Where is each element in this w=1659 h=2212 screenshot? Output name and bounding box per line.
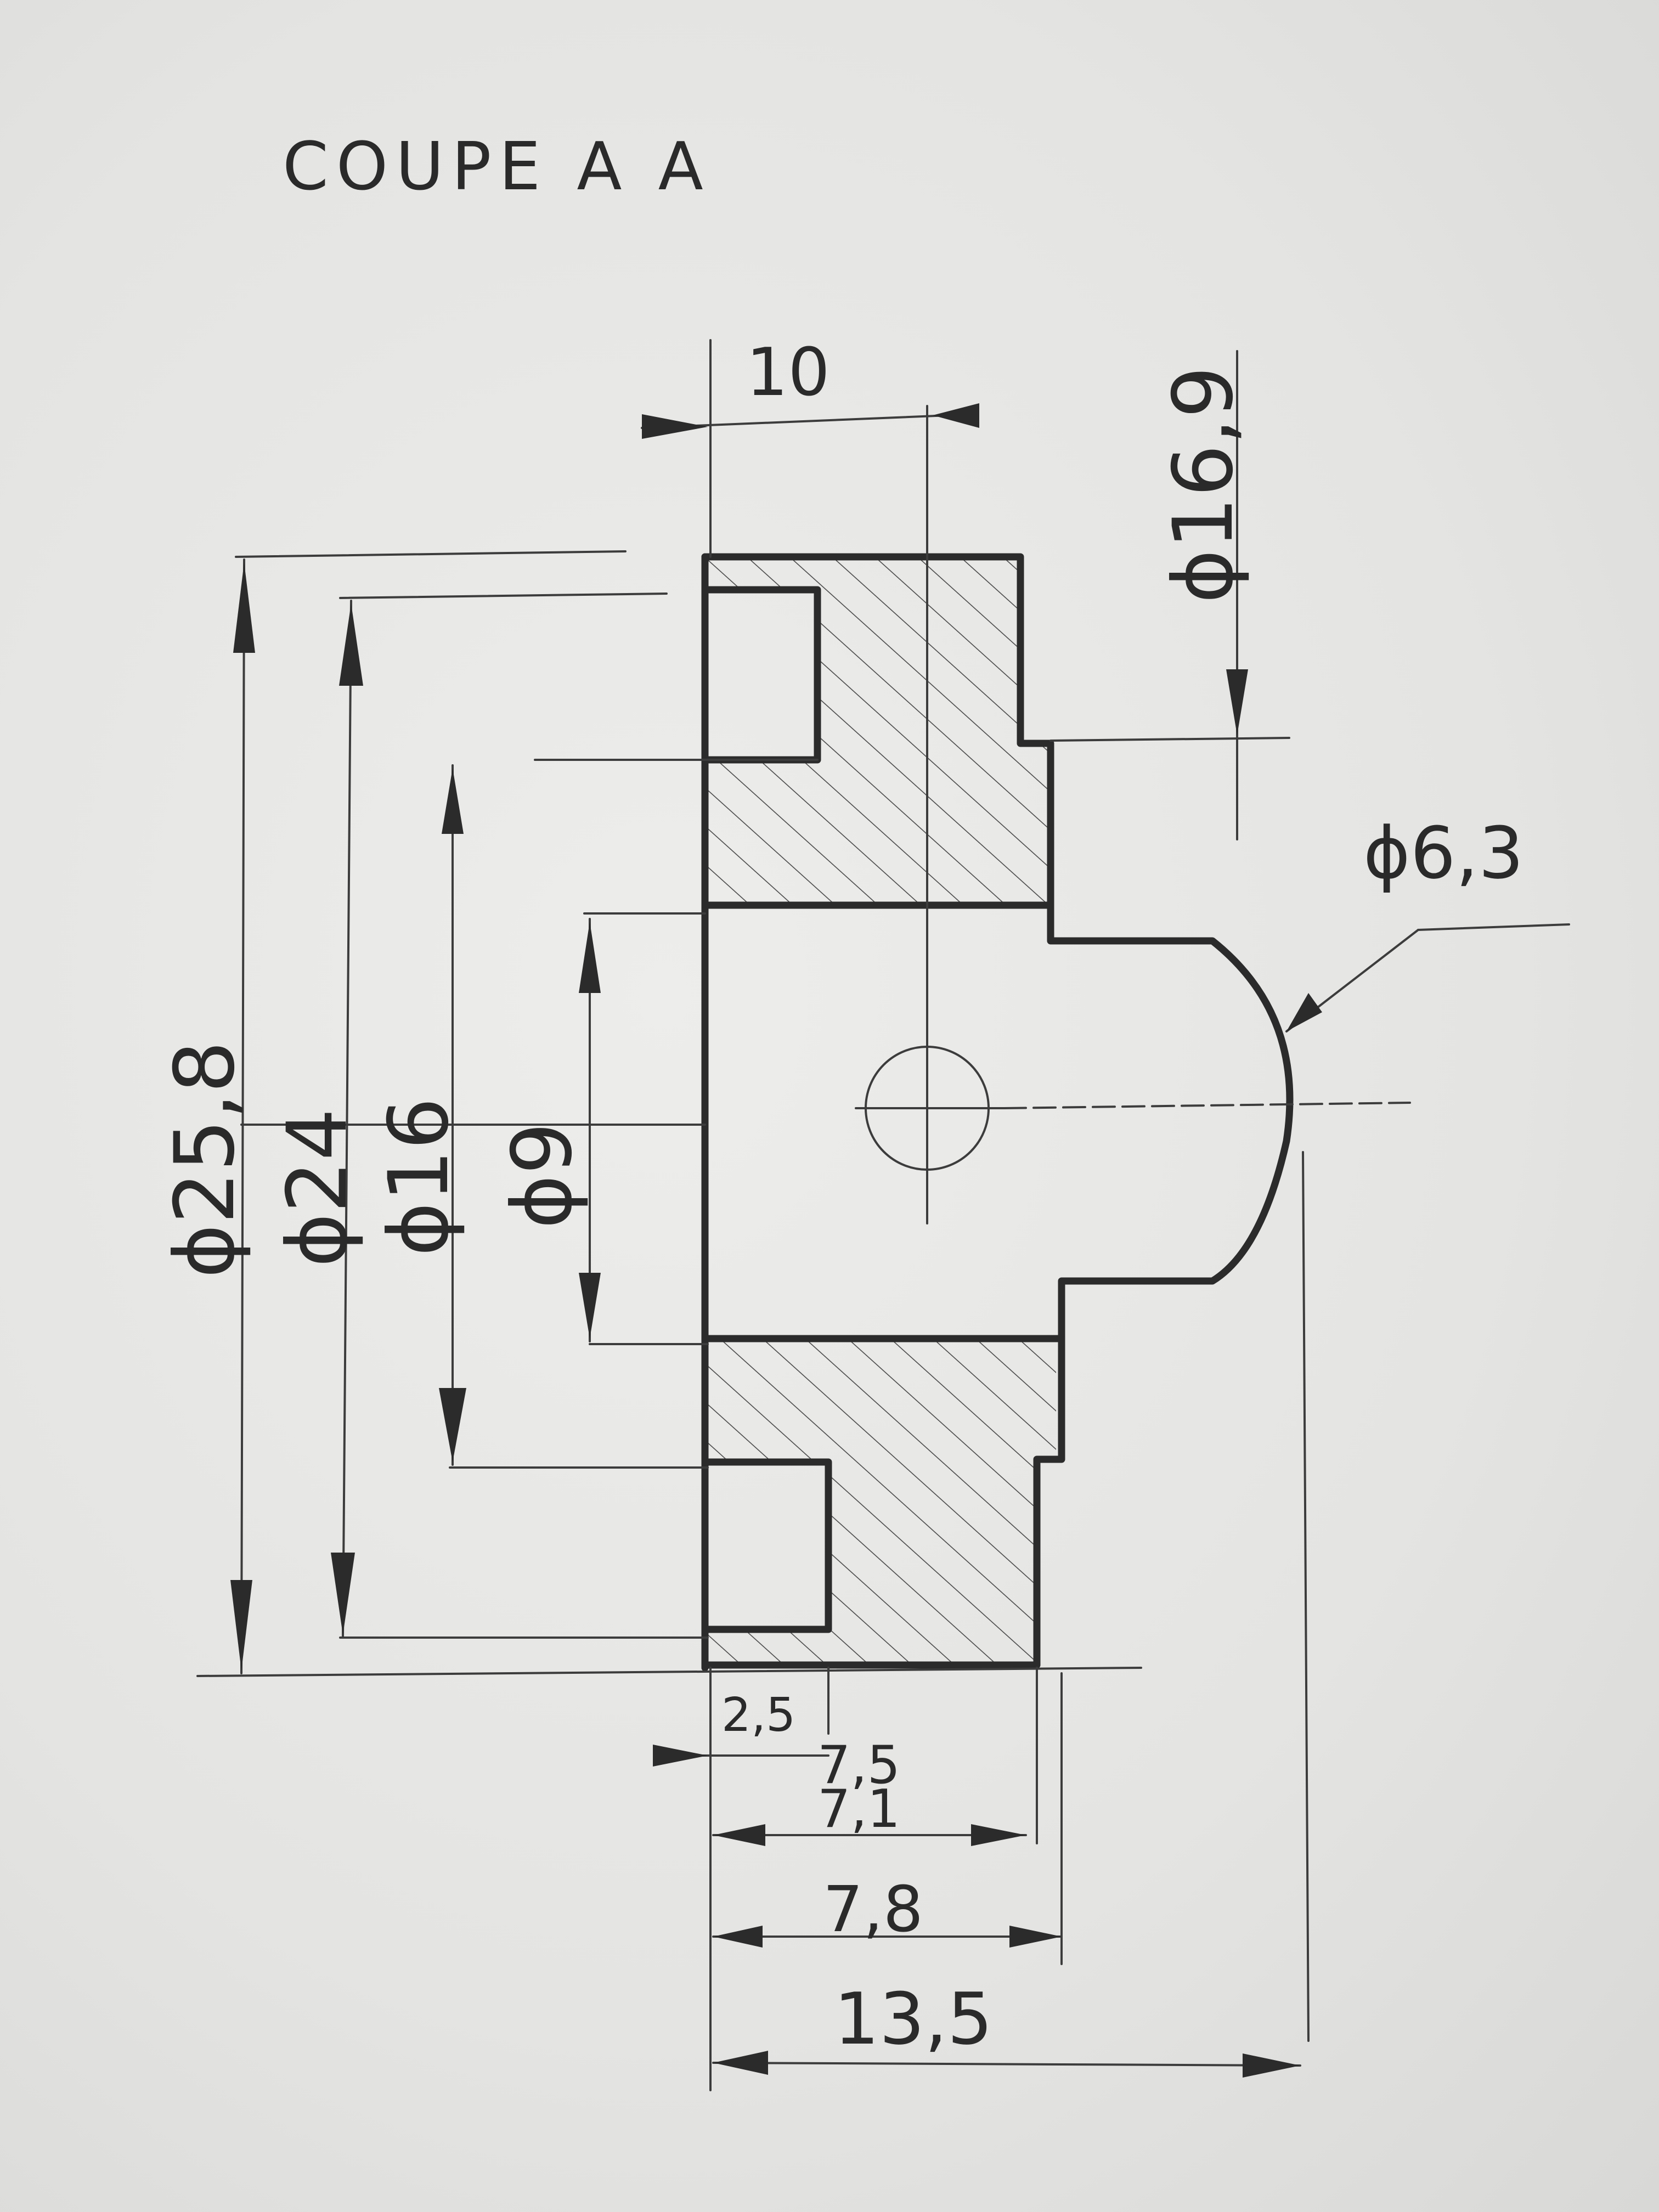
hatched-section-bottom — [708, 1339, 1056, 1665]
extension-lines — [196, 339, 1310, 2091]
hatched-section-top — [705, 557, 1051, 905]
dim-diameter-24: ϕ24 — [270, 1108, 365, 1267]
center-lines — [240, 641, 1411, 1224]
dim-outer-diameter: ϕ25,8 — [157, 1041, 253, 1278]
dim-diameter-9: ϕ9 — [495, 1122, 590, 1229]
arrowheads — [230, 403, 1322, 2078]
drawing-title: COUPE A A — [283, 129, 711, 205]
dim-length-7-8: 7,8 — [823, 1873, 923, 1946]
dim-length-10: 10 — [746, 335, 830, 411]
dim-diameter-16-9: ϕ16,9 — [1156, 366, 1251, 603]
dim-diameter-6-3: ϕ6,3 — [1363, 811, 1524, 895]
dim-length-7-1: 7,1 — [817, 1779, 900, 1839]
dim-length-2-5: 2,5 — [721, 1688, 795, 1742]
dimension-labels: ϕ25,8 ϕ24 ϕ16 ϕ9 ϕ16,9 ϕ6,3 10 2,5 7,5 7… — [157, 335, 1524, 2061]
dim-length-13-5: 13,5 — [834, 1977, 992, 2061]
part-outline — [701, 553, 1294, 1672]
dimension-lines — [240, 350, 1570, 2067]
dim-length-7-5: 7,5 — [817, 1735, 900, 1796]
dim-diameter-16: ϕ16 — [371, 1097, 467, 1256]
